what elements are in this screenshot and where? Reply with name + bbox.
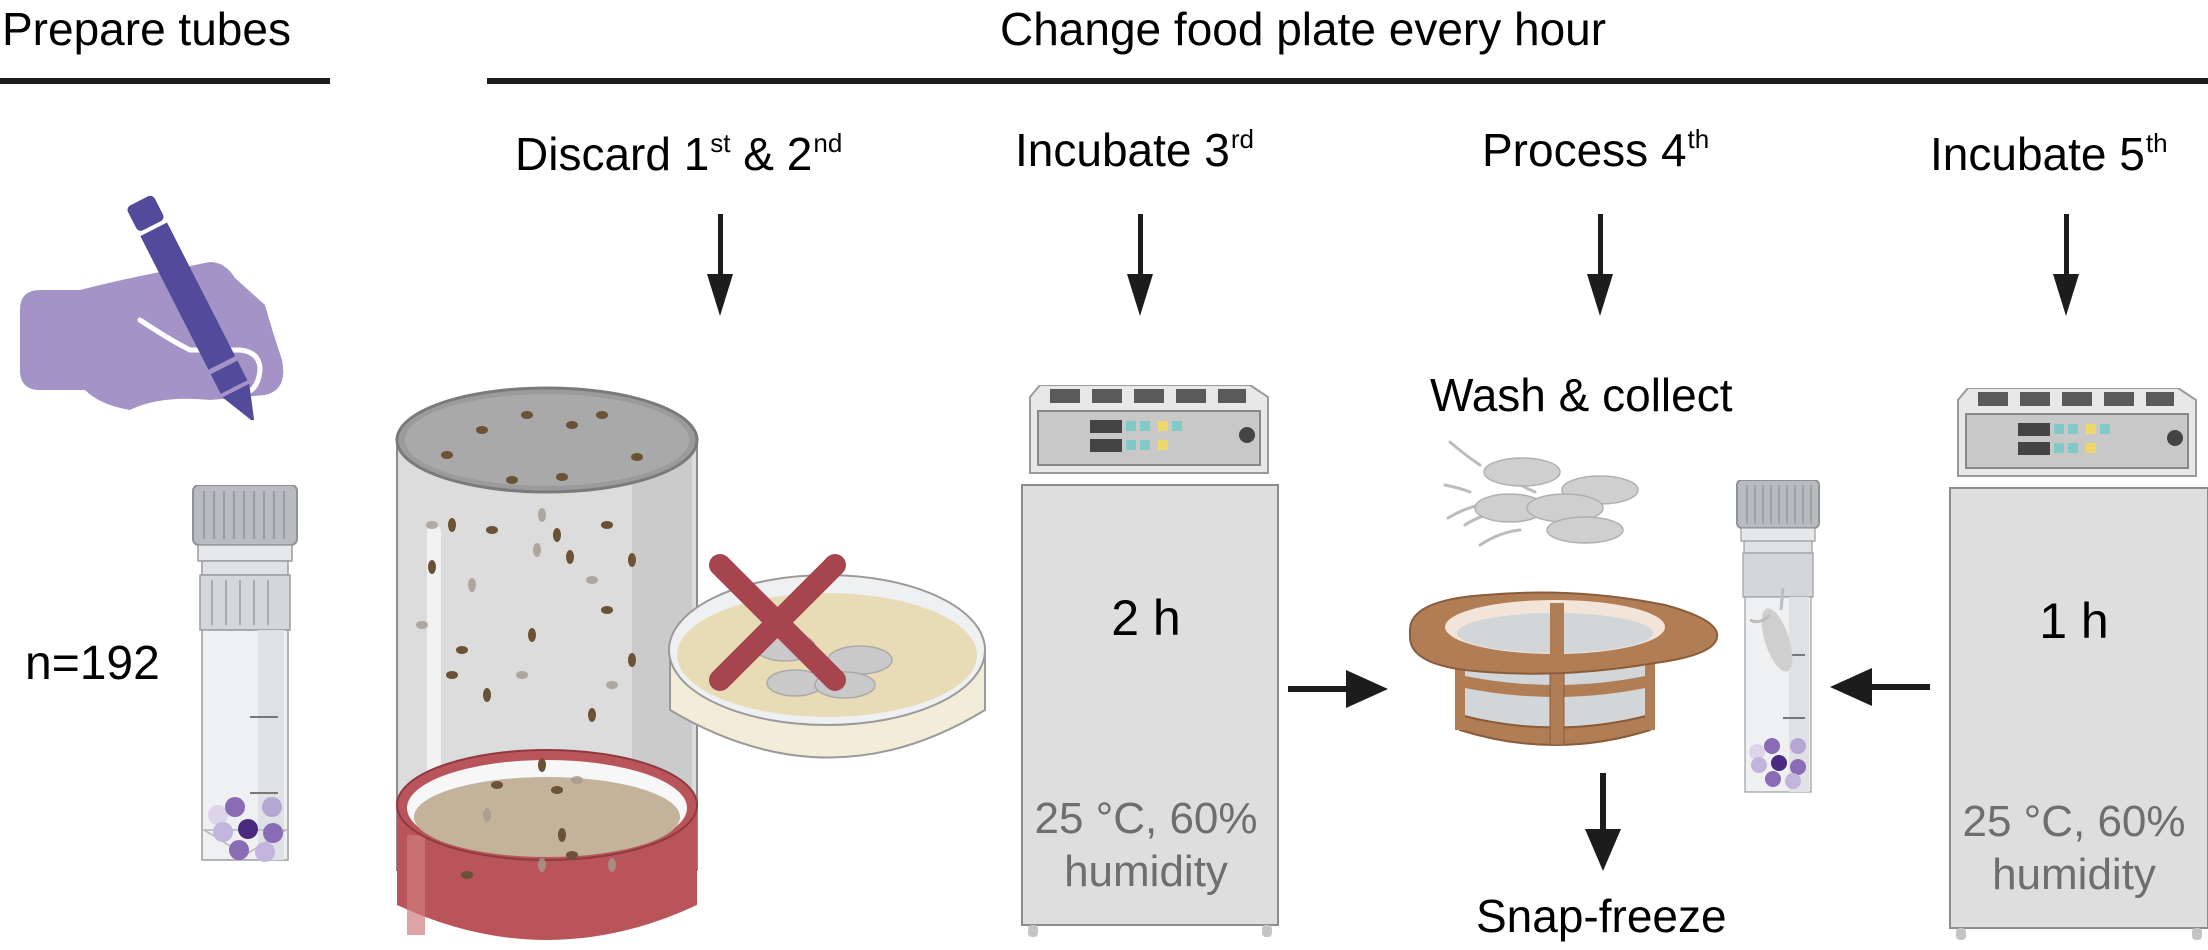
step-label-discard: Discard 1st & 2nd xyxy=(515,130,842,177)
sieve-basket-icon xyxy=(1409,591,1719,746)
prepare-tubes-underline xyxy=(0,78,330,84)
change-food-plate-underline xyxy=(487,78,2208,84)
incubator-3rd: 2 h 25 °C, 60% humidity xyxy=(1010,385,1282,940)
condition-humidity: humidity xyxy=(1992,849,2156,899)
hand-writing-icon xyxy=(20,195,284,420)
discarded-food-plate-icon xyxy=(668,554,986,759)
right-arrow-icon xyxy=(1288,670,1388,708)
sample-count-label: n=192 xyxy=(25,637,160,690)
larvae-icon xyxy=(1443,440,1639,547)
incubator-icon xyxy=(1949,388,2208,940)
step-ordinal: th xyxy=(2145,128,2168,158)
change-food-plate-header: Change food plate every hour xyxy=(1000,3,1607,55)
step-ordinal: st xyxy=(710,128,731,158)
down-arrow-icon xyxy=(1587,214,1613,316)
condition-temperature: 25 °C, 60% xyxy=(1034,794,1258,843)
incubator-icon xyxy=(1021,385,1279,937)
sample-tube-with-larva-icon xyxy=(1736,480,1820,793)
prepare-tubes-header: Prepare tubes xyxy=(2,3,291,55)
step-text: Process 4 xyxy=(1482,124,1687,176)
condition-temperature: 25 °C, 60% xyxy=(1962,797,2186,846)
incubation-duration: 2 h xyxy=(1111,590,1181,646)
incubation-conditions: 25 °C, 60% humidity xyxy=(1010,793,1282,899)
incubation-duration: 1 h xyxy=(2039,593,2109,649)
wash-collect-label: Wash & collect xyxy=(1430,369,1733,421)
down-arrow-icon xyxy=(1127,214,1153,316)
down-arrow-icon xyxy=(707,214,733,316)
step-ordinal: nd xyxy=(813,128,843,158)
step-label-process-4th: Process 4th xyxy=(1482,126,1709,173)
fly-cage-icon xyxy=(395,386,699,940)
snap-freeze-label: Snap-freeze xyxy=(1476,890,1727,942)
step-text: Incubate 5 xyxy=(1930,128,2145,180)
sample-tube-icon xyxy=(192,485,298,862)
step-label-incubate-5th: Incubate 5th xyxy=(1930,130,2168,177)
step-text: & 2 xyxy=(730,128,813,180)
left-arrow-icon xyxy=(1830,668,1930,706)
condition-humidity: humidity xyxy=(1064,846,1228,896)
step-ordinal: th xyxy=(1687,124,1710,154)
down-arrow-icon xyxy=(2053,214,2079,316)
down-arrow-icon xyxy=(1585,773,1621,871)
step-ordinal: rd xyxy=(1230,124,1254,154)
step-label-incubate-3rd: Incubate 3rd xyxy=(1015,126,1254,173)
step-text: Incubate 3 xyxy=(1015,124,1230,176)
step-text: Discard 1 xyxy=(515,128,710,180)
incubator-5th: 1 h 25 °C, 60% humidity xyxy=(1938,388,2208,943)
incubation-conditions: 25 °C, 60% humidity xyxy=(1938,796,2208,902)
